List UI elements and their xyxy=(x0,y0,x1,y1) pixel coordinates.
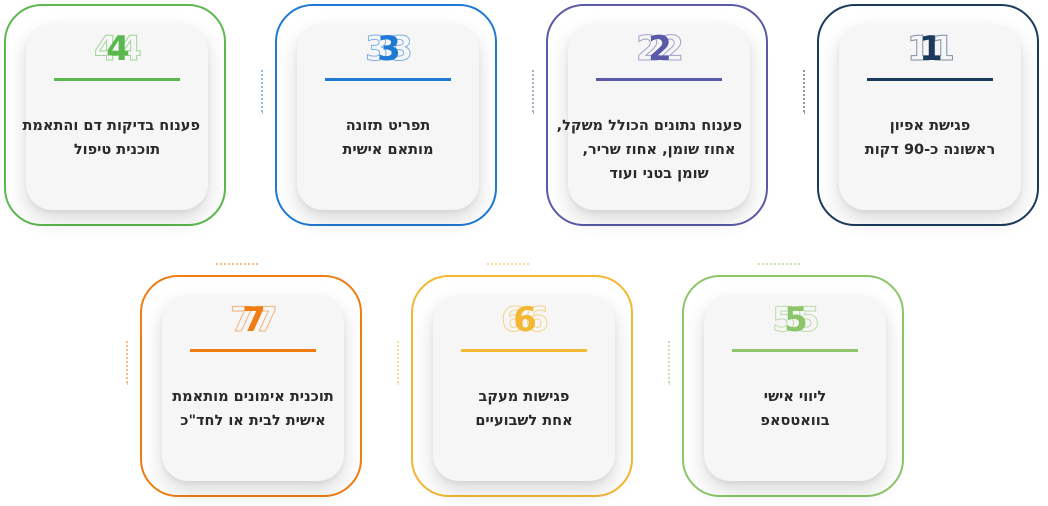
card-inner: 1 פגישת אפיון ראשונה כ-90 דקות xyxy=(839,24,1021,210)
card-frame xyxy=(411,275,633,497)
divider-line xyxy=(461,349,587,352)
step-card-2: 2 פענוח נתונים הכולל משקל, אחוז שומן, אח… xyxy=(524,0,772,230)
step-description: פגישות מעקב אחת לשבועיים xyxy=(475,389,573,429)
card-inner: 5 ליווי אישי בוואטסאפ xyxy=(704,295,886,481)
card-inner: 3 תפריט תזונה מותאם אישית xyxy=(297,24,479,210)
step-description: פגישת אפיון ראשונה כ-90 דקות xyxy=(864,118,996,158)
divider-line xyxy=(325,78,451,81)
step-number: 6 xyxy=(433,301,615,339)
step-number: 5 xyxy=(704,301,886,339)
card-frame xyxy=(817,4,1039,226)
step-description: פענוח נתונים הכולל משקל, אחוז שומן, אחוז… xyxy=(556,118,742,182)
card-inner: 4 פענוח בדיקות דם והתאמת תוכנית טיפול xyxy=(22,24,208,210)
card-frame xyxy=(682,275,904,497)
card-inner: 7 תוכנית אימונים מותאמת אישית לבית או לח… xyxy=(162,295,344,481)
step-number: 1 xyxy=(839,30,1021,68)
step-number: 4 xyxy=(26,30,208,68)
card-frame xyxy=(4,4,226,226)
step-card-4: 4 פענוח בדיקות דם והתאמת תוכנית טיפול xyxy=(0,0,230,230)
divider-line xyxy=(54,78,180,81)
step-card-5: 5 ליווי אישי בוואטסאפ xyxy=(660,257,908,501)
step-description: ליווי אישי בוואטסאפ xyxy=(760,389,830,429)
step-number: 7 xyxy=(162,301,344,339)
step-description: פענוח בדיקות דם והתאמת תוכנית טיפול xyxy=(22,118,200,158)
divider-line xyxy=(190,349,316,352)
step-number: 2 xyxy=(568,30,750,68)
step-card-1: 1 פגישת אפיון ראשונה כ-90 דקות xyxy=(795,0,1043,230)
step-card-6: 6 פגישות מעקב אחת לשבועיים xyxy=(389,257,637,501)
divider-line xyxy=(596,78,722,81)
step-description: תפריט תזונה מותאם אישית xyxy=(342,118,434,158)
step-description: תוכנית אימונים מותאמת אישית לבית או לחד"… xyxy=(172,389,334,429)
card-inner: 2 פענוח נתונים הכולל משקל, אחוז שומן, אח… xyxy=(556,24,750,210)
card-frame xyxy=(140,275,362,497)
step-card-7: 7 תוכנית אימונים מותאמת אישית לבית או לח… xyxy=(118,257,366,501)
card-frame xyxy=(546,4,768,226)
divider-line xyxy=(867,78,993,81)
divider-line xyxy=(732,349,858,352)
step-card-3: 3 תפריט תזונה מותאם אישית xyxy=(253,0,501,230)
card-frame xyxy=(275,4,497,226)
step-number: 3 xyxy=(297,30,479,68)
card-inner: 6 פגישות מעקב אחת לשבועיים xyxy=(433,295,615,481)
